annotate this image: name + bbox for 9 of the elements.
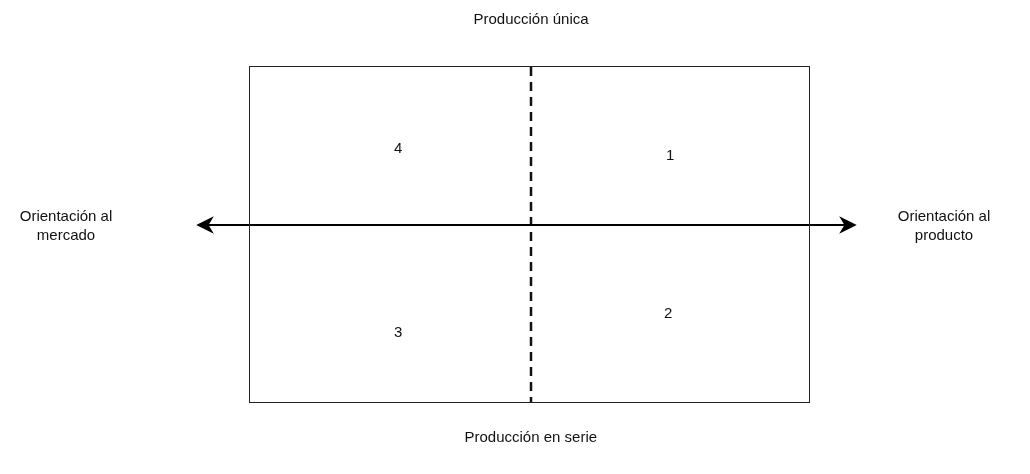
quadrant-number: 2 <box>664 303 673 322</box>
quadrant-number: 3 <box>394 322 403 341</box>
quadrant-number: 1 <box>666 145 675 164</box>
axis-label: Producción en serie <box>464 427 598 446</box>
axis-label: Producción única <box>473 9 589 28</box>
quadrant-number: 4 <box>394 138 403 157</box>
matrix-box <box>249 66 810 403</box>
axis-label: Orientación al producto <box>896 206 992 244</box>
axis-label: Orientación al mercado <box>18 206 114 244</box>
